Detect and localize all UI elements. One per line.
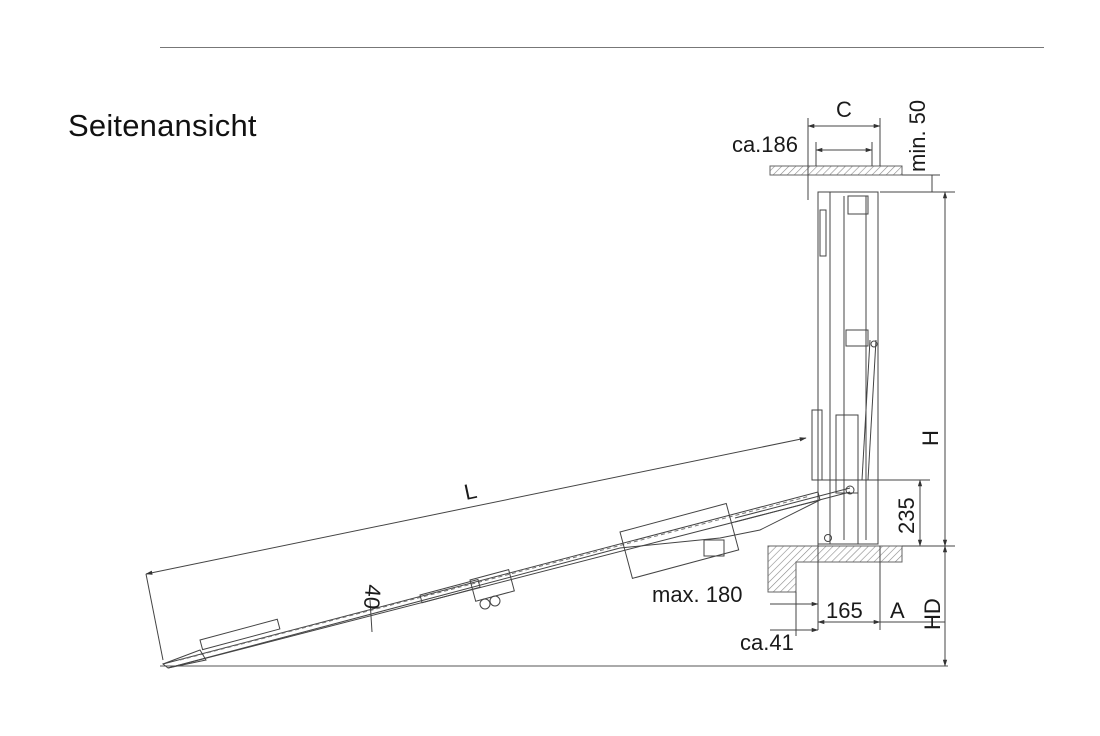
dim-C: C xyxy=(836,97,852,122)
dim-ca41: ca.41 xyxy=(740,630,794,655)
lift-mast xyxy=(811,191,879,545)
dim-HD: HD xyxy=(920,598,945,630)
ceiling-slab xyxy=(769,165,903,176)
dim-min50: min. 50 xyxy=(905,100,930,172)
dim-L: L xyxy=(462,478,479,505)
dim-H: H xyxy=(918,430,943,446)
dock-ledge xyxy=(767,545,903,593)
dim-A: A xyxy=(890,598,905,623)
dim-165: 165 xyxy=(826,598,863,623)
dim-235: 235 xyxy=(894,497,919,534)
dim-max180: max. 180 xyxy=(652,582,743,607)
view-title: Seitenansicht xyxy=(68,108,257,143)
dim-ca186: ca.186 xyxy=(732,132,798,157)
dim-40: 40 xyxy=(359,584,386,611)
dimension-lines xyxy=(145,118,955,667)
top-rule xyxy=(160,47,1044,48)
